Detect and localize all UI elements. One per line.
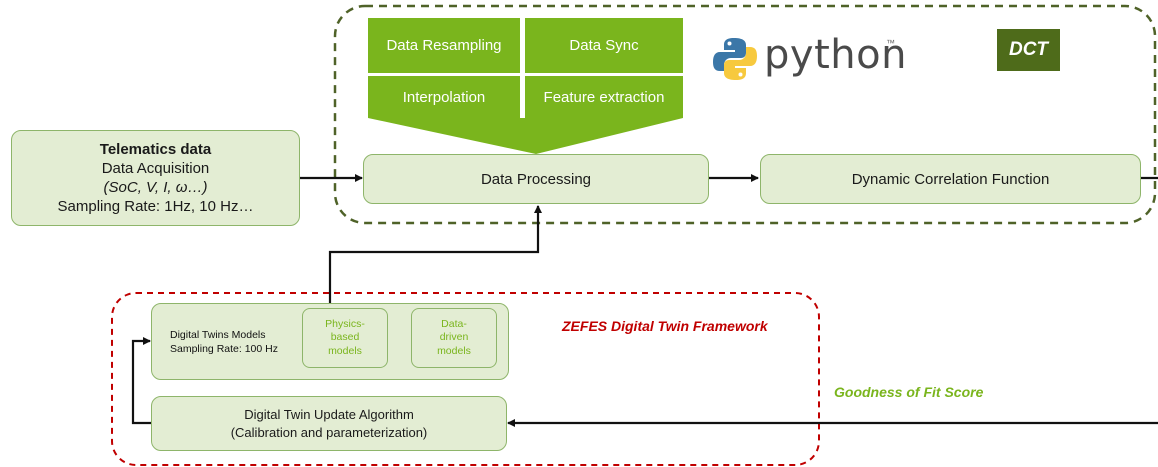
python-processing-frame: [333, 4, 1157, 225]
tile-data-sync: Data Sync: [525, 18, 683, 73]
data-processing-box: Data Processing: [363, 154, 709, 204]
physics-models-box: Physics- based models: [302, 308, 388, 368]
python-wordmark: python: [764, 32, 907, 78]
digital-twins-title: Digital Twins Models: [170, 329, 266, 341]
telematics-sampling: Sampling Rate: 1Hz, 10 Hz…: [57, 198, 254, 215]
arrow-update-to-twins: [131, 337, 151, 425]
arrow-twins-to-processing: [328, 205, 542, 303]
datadriven-line3: models: [437, 344, 471, 357]
python-logo: python ™: [712, 32, 906, 84]
digital-twins-sampling: Sampling Rate: 100 Hz: [170, 343, 278, 355]
datadriven-line2: driven: [439, 331, 469, 344]
update-algorithm-box: Digital Twin Update Algorithm (Calibrati…: [151, 396, 507, 451]
tiles-funnel: [368, 118, 683, 154]
digital-twins-label: Digital Twins Models Sampling Rate: 100 …: [170, 328, 278, 356]
tile-interpolation: Interpolation: [368, 76, 520, 118]
update-algorithm-subtitle: (Calibration and parameterization): [230, 424, 428, 440]
datadriven-models-box: Data- driven models: [411, 308, 497, 368]
telematics-box: Telematics data Data Acquisition (SoC, V…: [11, 130, 300, 226]
physics-line1: Physics-: [325, 317, 365, 330]
physics-line2: based: [330, 331, 360, 344]
tile-feature-extraction: Feature extraction: [525, 76, 683, 118]
python-trademark: ™: [886, 38, 895, 48]
goodness-label: Goodness of Fit Score: [834, 384, 984, 400]
update-algorithm-title: Digital Twin Update Algorithm: [244, 406, 414, 422]
telematics-acquisition: Data Acquisition: [101, 160, 210, 177]
datadriven-line1: Data-: [441, 317, 467, 330]
telematics-variables: (SoC, V, I, ω…): [103, 179, 208, 196]
framework-label: ZEFES Digital Twin Framework: [562, 318, 768, 334]
dynamic-correlation-box: Dynamic Correlation Function: [760, 154, 1141, 204]
physics-line3: models: [328, 344, 362, 357]
python-snake-icon: [713, 38, 757, 80]
telematics-title: Telematics data: [99, 141, 212, 158]
dct-badge: DCT: [997, 29, 1060, 71]
tile-data-resampling: Data Resampling: [368, 18, 520, 73]
